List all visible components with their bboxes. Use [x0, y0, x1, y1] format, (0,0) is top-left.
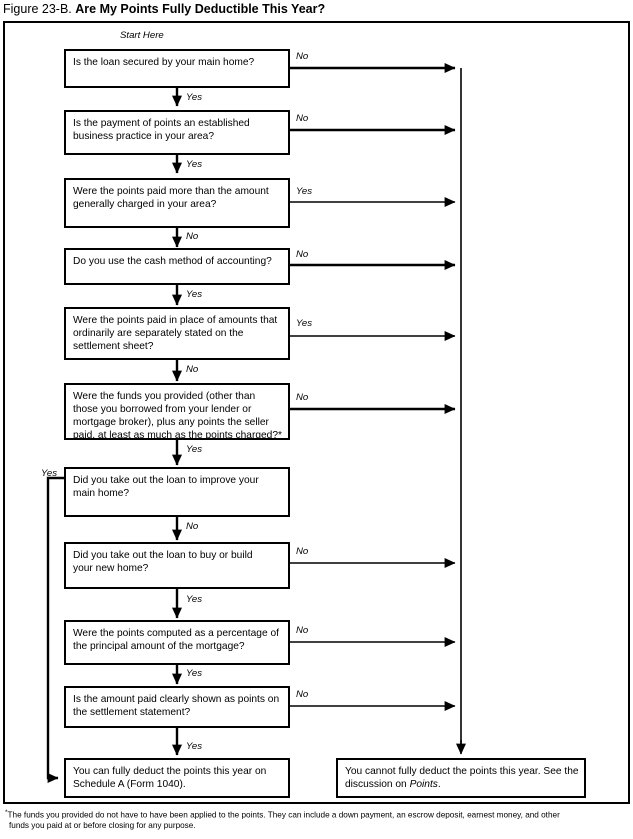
- q6-line-2: those you borrowed from your lender or: [73, 404, 252, 415]
- q1-branch-right-label: No: [296, 51, 309, 62]
- not-deductible-line-2-text: discussion on: [345, 779, 410, 790]
- start-here-label: Start Here: [120, 30, 164, 41]
- decision-box-q3: Were the points paid more than the amoun…: [64, 178, 290, 228]
- q9-branch-down-label: Yes: [186, 668, 203, 679]
- q2-line-1: Is the payment of points an established: [73, 118, 250, 129]
- q6-line-3: mortgage broker), plus any points the se…: [73, 417, 269, 428]
- q5-line-3: settlement sheet?: [73, 341, 154, 352]
- footnote-line-2: funds you paid at or before closing for …: [9, 821, 196, 831]
- q8-branch-down-label: Yes: [186, 594, 203, 605]
- decision-box-q9: Were the points computed as a percentage…: [64, 620, 290, 665]
- q8-line-1: Did you take out the loan to buy or buil…: [73, 550, 253, 561]
- q2-branch-down-label: Yes: [186, 159, 203, 170]
- not-deductible-line-2: discussion on Points.: [345, 778, 584, 791]
- decision-box-q1: Is the loan secured by your main home?: [64, 49, 290, 88]
- q2-branch-right-label: No: [296, 113, 309, 124]
- diagram-frame: [3, 21, 630, 804]
- q4-branch-down-label: Yes: [186, 289, 203, 300]
- figure-number: Figure 23-B.: [3, 2, 72, 16]
- decision-box-q2: Is the payment of points an established …: [64, 110, 290, 155]
- q3-line-1: Were the points paid more than the amoun…: [73, 186, 269, 197]
- q10-line-2: the settlement statement?: [73, 707, 191, 718]
- q9-branch-right-label: No: [296, 625, 309, 636]
- q8-line-2: your new home?: [73, 563, 149, 574]
- decision-box-q7: Did you take out the loan to improve you…: [64, 467, 290, 517]
- q10-branch-right-label: No: [296, 689, 309, 700]
- footnote: *The funds you provided do not have to h…: [5, 808, 629, 832]
- q4-line-1: Do you use the cash method of accounting…: [73, 256, 272, 267]
- deductible-line-2: Schedule A (Form 1040).: [73, 779, 186, 790]
- decision-box-q10: Is the amount paid clearly shown as poin…: [64, 686, 290, 728]
- q2-line-2: business practice in your area?: [73, 131, 215, 142]
- not-deductible-period: .: [437, 779, 441, 790]
- outcome-box-deductible: You can fully deduct the points this yea…: [64, 758, 290, 798]
- figure-title: Figure 23-B. Are My Points Fully Deducti…: [3, 1, 325, 17]
- q6-line-1: Were the funds you provided (other than: [73, 391, 256, 402]
- figure-heading: Are My Points Fully Deductible This Year…: [75, 2, 326, 16]
- footnote-line-1: The funds you provided do not have to ha…: [7, 810, 560, 820]
- q3-line-2: generally charged in your area?: [73, 199, 217, 210]
- q3-branch-down-label: No: [186, 231, 199, 242]
- q5-line-2: ordinarily are separately stated on the: [73, 328, 244, 339]
- decision-box-q4: Do you use the cash method of accounting…: [64, 248, 290, 285]
- q9-line-2: the principal amount of the mortgage?: [73, 641, 245, 652]
- points-reference: Points: [409, 779, 438, 790]
- q5-branch-right-label: Yes: [296, 318, 313, 329]
- q10-line-1: Is the amount paid clearly shown as poin…: [73, 694, 280, 705]
- q7-line-1: Did you take out the loan to improve you…: [73, 475, 259, 486]
- decision-box-q8: Did you take out the loan to buy or buil…: [64, 542, 290, 589]
- q6-line-4: paid, at least as much as the points cha…: [73, 430, 282, 441]
- decision-box-q6: Were the funds you provided (other than …: [64, 383, 290, 441]
- q4-branch-right-label: No: [296, 249, 309, 260]
- q7-line-2: main home?: [73, 488, 130, 499]
- footnote-marker: *: [5, 809, 8, 816]
- q3-branch-right-label: Yes: [296, 186, 313, 197]
- q7-branch-down-label: No: [186, 521, 199, 532]
- q5-branch-down-label: No: [186, 364, 199, 375]
- q1-branch-down-label: Yes: [186, 92, 203, 103]
- q7-branch-left-label: Yes: [41, 468, 58, 479]
- not-deductible-line-1: You cannot fully deduct the points this …: [345, 766, 579, 777]
- deductible-line-1: You can fully deduct the points this yea…: [73, 766, 267, 777]
- q8-branch-right-label: No: [296, 546, 309, 557]
- q10-branch-down-label: Yes: [186, 741, 203, 752]
- q1-line-1: Is the loan secured by your main home?: [73, 57, 255, 68]
- q6-branch-right-label: No: [296, 392, 309, 403]
- q9-line-1: Were the points computed as a percentage…: [73, 628, 279, 639]
- outcome-box-not-deductible: You cannot fully deduct the points this …: [336, 758, 586, 798]
- q5-line-1: Were the points paid in place of amounts…: [73, 315, 278, 326]
- q6-branch-down-label: Yes: [186, 444, 203, 455]
- decision-box-q5: Were the points paid in place of amounts…: [64, 307, 290, 360]
